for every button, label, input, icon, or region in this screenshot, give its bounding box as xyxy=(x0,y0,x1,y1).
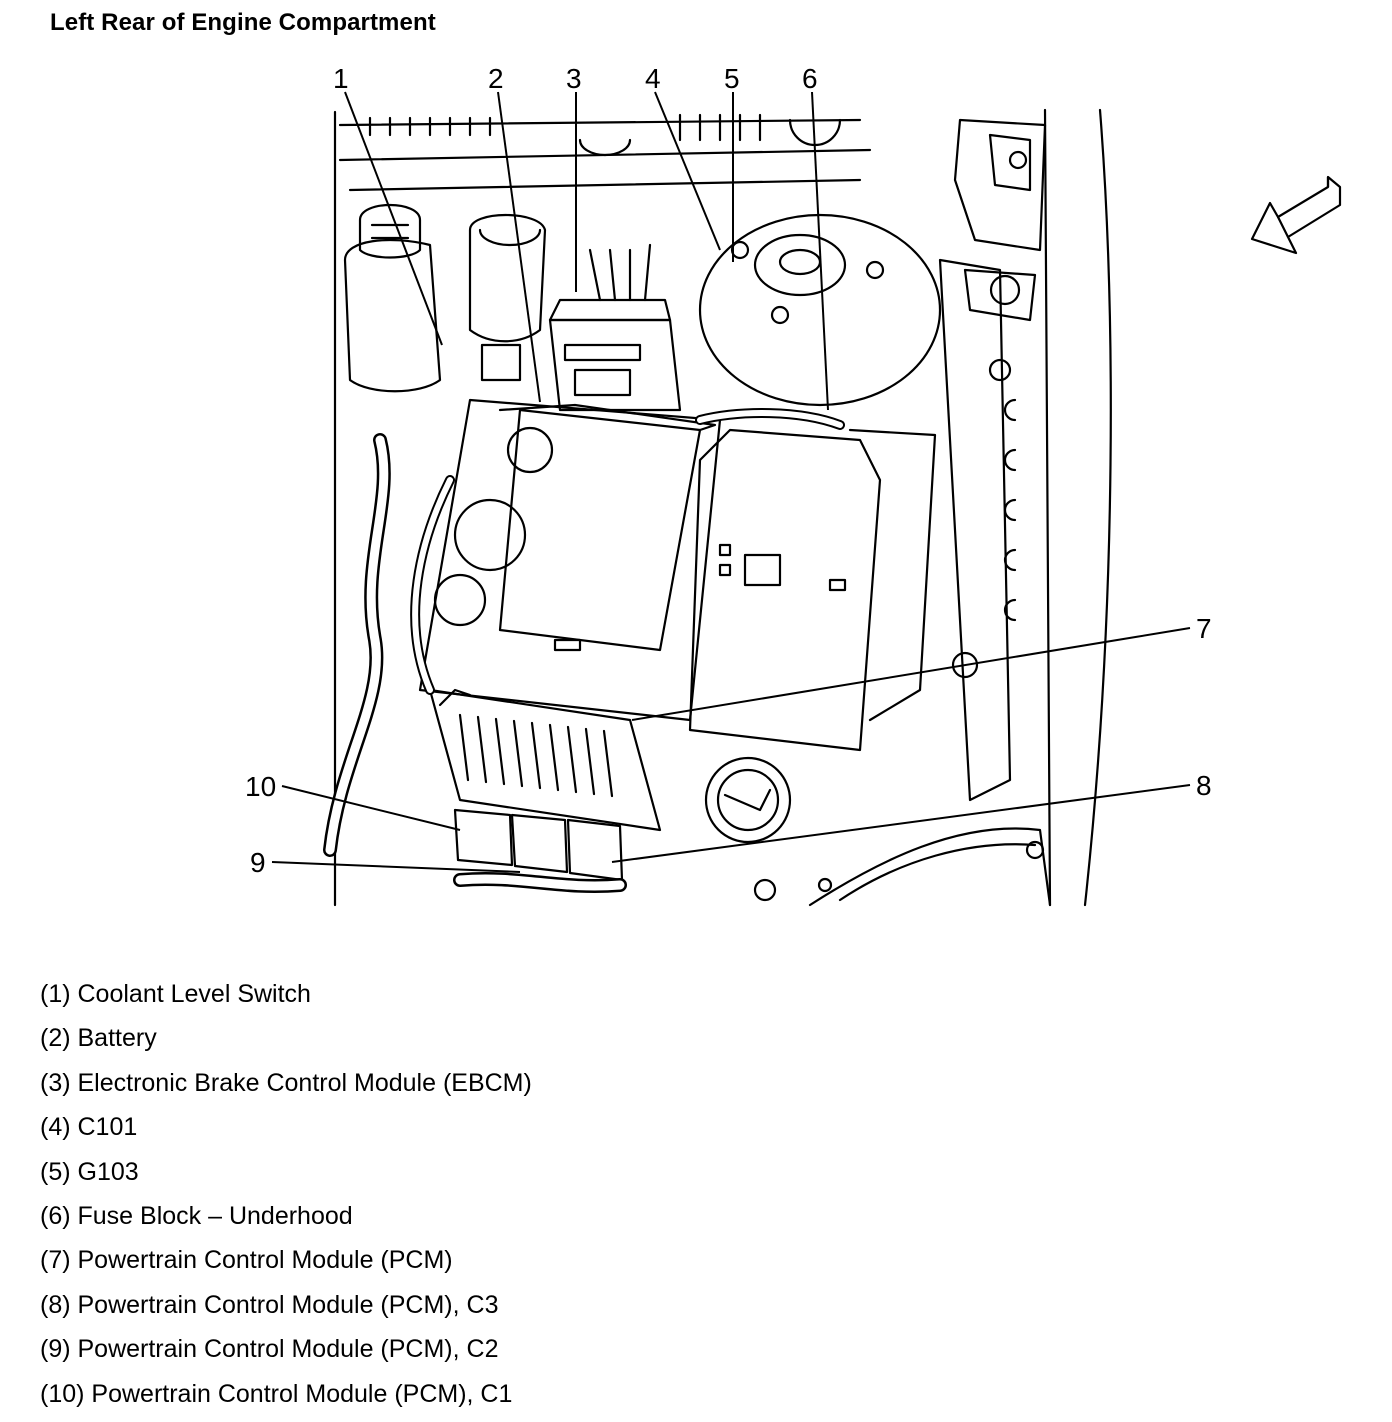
callout-number-1: 1 xyxy=(333,63,349,94)
legend-list: (1) Coolant Level Switch (2) Battery (3)… xyxy=(40,972,532,1416)
inner-fender xyxy=(1043,108,1112,907)
leader-lines xyxy=(271,91,1191,873)
legend-item-5: (5) G103 xyxy=(40,1157,139,1186)
callout-number-4: 4 xyxy=(645,63,661,94)
leader-line-10 xyxy=(281,785,461,831)
callout-number-10: 10 xyxy=(245,771,276,802)
callout-number-5: 5 xyxy=(724,63,740,94)
pcm xyxy=(428,688,662,832)
leader-line-1 xyxy=(344,91,443,346)
leader-line-6 xyxy=(811,91,829,411)
leader-line-8 xyxy=(611,784,1191,863)
legend-item-9: (9) Powertrain Control Module (PCM), C2 xyxy=(40,1335,499,1364)
callout-number-9: 9 xyxy=(250,847,266,878)
legend-item-7: (7) Powertrain Control Module (PCM) xyxy=(40,1246,453,1275)
strut-tower xyxy=(698,213,942,407)
legend-item-10: (10) Powertrain Control Module (PCM), C1 xyxy=(40,1379,513,1408)
pcm-connector-c1 xyxy=(453,808,514,867)
leader-line-9 xyxy=(271,861,521,873)
callout-number-3: 3 xyxy=(566,63,582,94)
reservoir-cap xyxy=(358,203,422,259)
front-of-vehicle-arrow-icon xyxy=(1250,175,1342,255)
engine-compartment-illustration: 1 2 3 4 5 6 7 8 9 10 xyxy=(245,63,1212,907)
body-rail xyxy=(938,258,1012,802)
legend-item-4: (4) C101 xyxy=(40,1113,138,1142)
pcm-fins xyxy=(458,713,614,798)
callout-number-2: 2 xyxy=(488,63,504,94)
leader-line-2 xyxy=(497,91,541,403)
leader-line-7 xyxy=(631,627,1191,721)
coolant-reservoir xyxy=(343,238,442,393)
callout-number-7: 7 xyxy=(1196,613,1212,644)
legend-item-6: (6) Fuse Block – Underhood xyxy=(40,1202,353,1231)
legend-item-8: (8) Powertrain Control Module (PCM), C3 xyxy=(40,1290,499,1319)
brake-reservoir xyxy=(468,214,547,343)
legend-item-2: (2) Battery xyxy=(40,1024,157,1053)
diagram-title: Left Rear of Engine Compartment xyxy=(50,9,436,36)
underhood-fuse-block xyxy=(688,428,882,752)
legend-item-3: (3) Electronic Brake Control Module (EBC… xyxy=(40,1068,532,1097)
pcm-connector-c3 xyxy=(566,818,624,882)
callout-number-6: 6 xyxy=(802,63,818,94)
callout-numbers: 1 2 3 4 5 6 7 8 9 10 xyxy=(245,63,1212,878)
legend-item-1: (1) Coolant Level Switch xyxy=(40,980,311,1008)
callout-number-8: 8 xyxy=(1196,770,1212,801)
ebcm-body xyxy=(548,318,682,412)
pcm-connector-c2 xyxy=(510,813,569,874)
radiator-cap xyxy=(704,756,792,844)
leader-line-4 xyxy=(654,91,721,251)
